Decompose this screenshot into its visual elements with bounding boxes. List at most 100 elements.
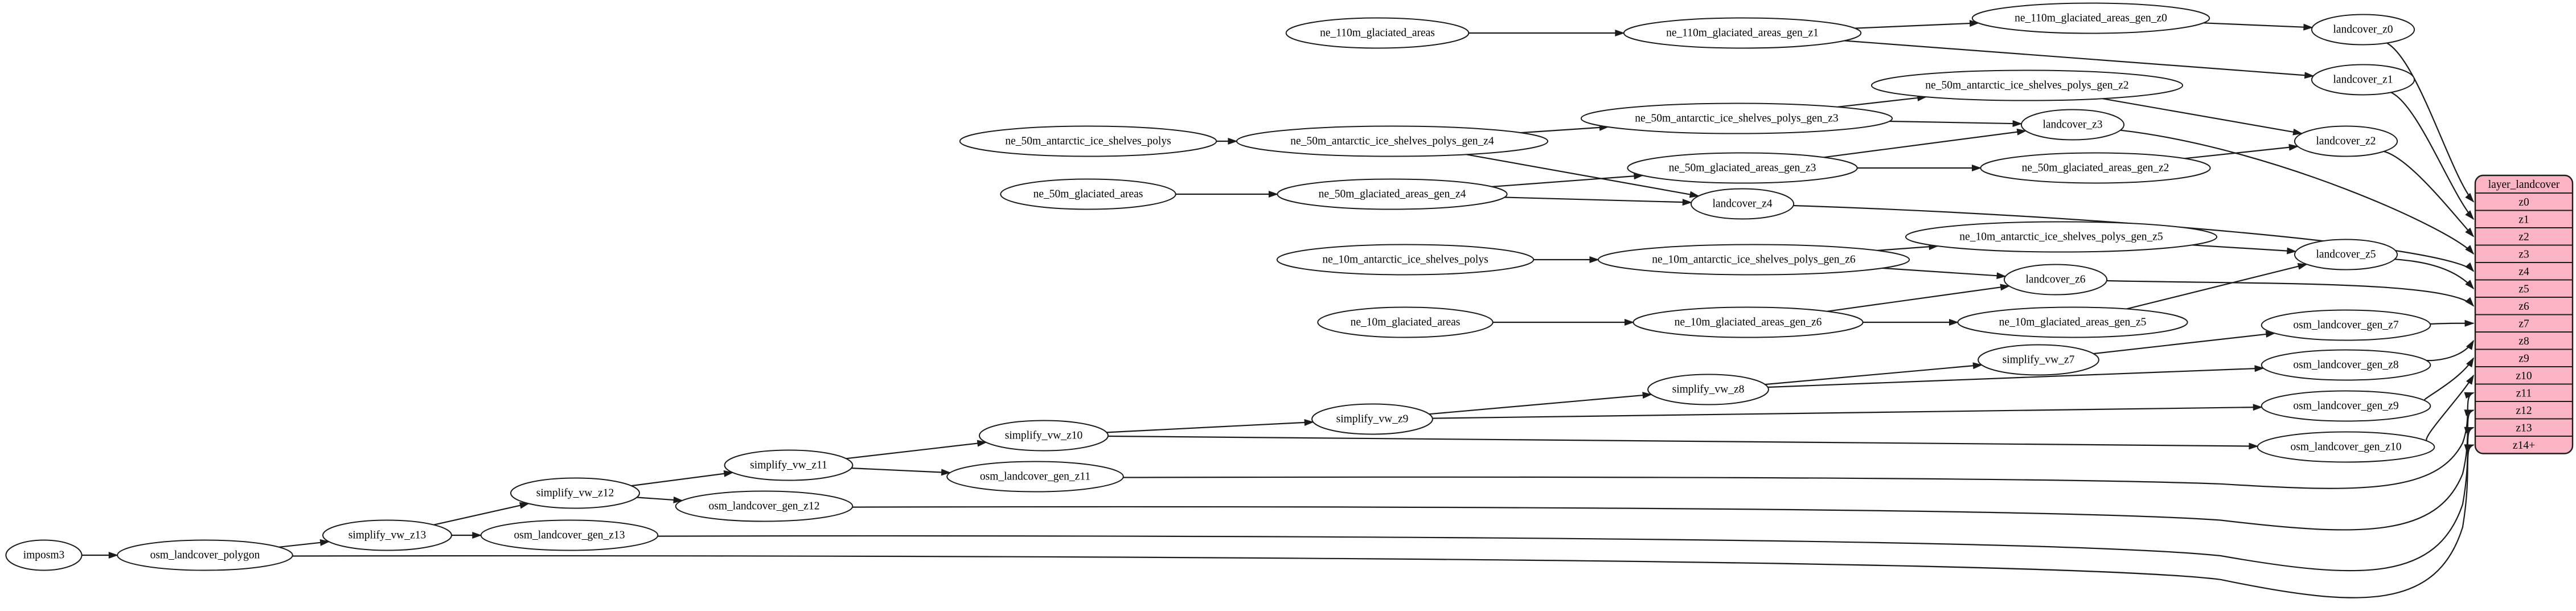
- node-ellipse: [510, 477, 640, 509]
- table-row-z2: z2: [2518, 231, 2529, 243]
- node-ellipse: [5, 539, 83, 571]
- edge-ne_50m_antarctic_ice_shelves_polys_gen_z2-to-landcover_z2: [2102, 98, 2303, 136]
- node-osm_landcover_gen_z10: osm_landcover_gen_z10: [2257, 431, 2435, 463]
- node-label: simplify_vw_z10: [1005, 430, 1083, 442]
- edge-osm_landcover_gen_z10-to-z10: [2426, 374, 2474, 442]
- node-simplify_vw_z10: simplify_vw_z10: [979, 420, 1109, 452]
- node-ellipse: [1285, 17, 1470, 49]
- edge-ne_10m_antarctic_ice_shelves_polys_gen_z5-to-landcover_z5: [2192, 244, 2297, 255]
- node-ellipse: [2311, 64, 2415, 96]
- node-landcover_z0: landcover_z0: [2311, 14, 2415, 46]
- edge-ne_50m_antarctic_ice_shelves_polys_gen_z4-to-landcover_z4: [1466, 154, 1700, 198]
- node-ellipse: [480, 519, 659, 551]
- node-label: osm_landcover_gen_z12: [709, 501, 820, 512]
- node-ne_50m_antarctic_ice_shelves_polys_gen_z2: ne_50m_antarctic_ice_shelves_polys_gen_z…: [1871, 69, 2184, 101]
- node-ellipse: [1627, 152, 1858, 184]
- edge-simplify_vw_z8-to-simplify_vw_z7: [1765, 362, 1983, 386]
- edge-osm_landcover_gen_z13-to-z13: [658, 427, 2475, 572]
- node-ellipse: [2294, 125, 2398, 157]
- node-label: ne_10m_antarctic_ice_shelves_polys_gen_z…: [1652, 254, 1856, 266]
- edge-landcover_z4-to-z4: [1793, 204, 2475, 272]
- node-ellipse: [1597, 244, 1910, 276]
- node-label: ne_50m_glaciated_areas_gen_z2: [2022, 162, 2169, 174]
- edge-ne_50m_glaciated_areas_gen_z2-to-landcover_z2: [2184, 143, 2299, 159]
- node-label: landcover_z2: [2316, 136, 2376, 147]
- table-row-z5: z5: [2518, 283, 2529, 295]
- node-label: landcover_z3: [2042, 119, 2102, 131]
- node-label: ne_50m_antarctic_ice_shelves_polys: [1005, 136, 1171, 147]
- node-ellipse: [2003, 264, 2108, 296]
- node-label: osm_landcover_gen_z11: [980, 471, 1090, 483]
- node-ellipse: [2257, 431, 2435, 463]
- node-ellipse: [946, 461, 1124, 493]
- layer-landcover-table: layer_landcoverz0z1z2z3z4z5z6z7z8z9z10z1…: [2474, 174, 2574, 454]
- node-label: ne_10m_glaciated_areas: [1351, 317, 1461, 329]
- edge-osm_landcover_gen_z9-to-z9: [2423, 357, 2474, 402]
- edge-ne_50m_glaciated_areas_gen_z4-to-landcover_z4: [1504, 196, 1692, 206]
- node-label: ne_50m_glaciated_areas: [1033, 188, 1143, 200]
- node-ellipse: [724, 449, 854, 481]
- edge-landcover_z6-to-z6: [2106, 280, 2475, 307]
- node-ne_50m_glaciated_areas_gen_z4: ne_50m_glaciated_areas_gen_z4: [1277, 178, 1508, 210]
- node-ellipse: [675, 490, 854, 522]
- node-simplify_vw_z11: simplify_vw_z11: [724, 449, 854, 481]
- table-title: layer_landcover: [2488, 179, 2560, 191]
- edge-landcover_z0-to-z0: [2386, 42, 2475, 203]
- node-ellipse: [1871, 69, 2184, 101]
- node-ne_50m_antarctic_ice_shelves_polys_gen_z4: ne_50m_antarctic_ice_shelves_polys_gen_z…: [1236, 125, 1549, 157]
- edge-ne_110m_glaciated_areas_gen_z0-to-landcover_z0: [2203, 22, 2314, 31]
- node-label: ne_50m_glaciated_areas_gen_z4: [1319, 188, 1466, 200]
- node-ellipse: [1647, 374, 1769, 405]
- table-row-z12: z12: [2516, 405, 2532, 417]
- node-ne_10m_glaciated_areas_gen_z5: ne_10m_glaciated_areas_gen_z5: [1957, 306, 2188, 338]
- table-row-z9: z9: [2518, 352, 2529, 364]
- edge-osm_landcover_gen_z8-to-z8: [2423, 339, 2474, 362]
- node-label: osm_landcover_gen_z13: [514, 530, 625, 542]
- node-ellipse: [117, 539, 293, 571]
- node-osm_landcover_polygon: osm_landcover_polygon: [117, 539, 293, 571]
- edge-ne_50m_glaciated_areas_gen_z3-to-landcover_z3: [1823, 128, 2027, 158]
- node-ne_10m_glaciated_areas: ne_10m_glaciated_areas: [1317, 306, 1494, 338]
- edge-osm_landcover_gen_z11-to-z11: [1123, 392, 2475, 489]
- node-landcover_z6: landcover_z6: [2003, 264, 2108, 296]
- table-row-z6: z6: [2518, 301, 2529, 313]
- node-label: ne_50m_glaciated_areas_gen_z3: [1669, 162, 1816, 174]
- node-ellipse: [1277, 178, 1508, 210]
- node-imposm3: imposm3: [5, 539, 83, 571]
- node-label: simplify_vw_z13: [348, 530, 426, 542]
- edge-ne_110m_glaciated_areas_gen_z1-to-ne_110m_glaciated_areas_gen_z0: [1855, 20, 1980, 29]
- node-label: landcover_z1: [2333, 74, 2393, 86]
- edge-ne_10m_antarctic_ice_shelves_polys_gen_z6-to-landcover_z6: [1882, 267, 2007, 280]
- node-label: osm_landcover_gen_z8: [2293, 359, 2398, 371]
- node-landcover_z2: landcover_z2: [2294, 125, 2398, 157]
- node-label: ne_110m_glaciated_areas_gen_z0: [2015, 13, 2167, 24]
- edge-landcover_z2-to-z2: [2384, 150, 2475, 237]
- node-label: landcover_z6: [2025, 274, 2085, 286]
- node-ellipse: [2294, 239, 2398, 270]
- node-label: ne_110m_glaciated_areas: [1320, 27, 1435, 39]
- node-ne_50m_glaciated_areas: ne_50m_glaciated_areas: [1000, 178, 1176, 210]
- node-label: landcover_z0: [2333, 24, 2393, 36]
- node-ellipse: [1957, 306, 2188, 338]
- node-label: osm_landcover_gen_z7: [2293, 319, 2398, 331]
- node-simplify_vw_z12: simplify_vw_z12: [510, 477, 640, 509]
- node-landcover_z1: landcover_z1: [2311, 64, 2415, 96]
- node-ellipse: [1311, 403, 1433, 435]
- node-ne_110m_glaciated_areas_gen_z0: ne_110m_glaciated_areas_gen_z0: [1971, 2, 2210, 34]
- node-ellipse: [2261, 309, 2431, 341]
- node-ellipse: [2261, 349, 2431, 381]
- node-label: simplify_vw_z7: [2003, 354, 2075, 366]
- table-row-z3: z3: [2518, 248, 2529, 260]
- node-label: osm_landcover_polygon: [150, 550, 260, 561]
- edge-simplify_vw_z8-to-osm_landcover_gen_z8: [1767, 365, 2265, 388]
- node-label: osm_landcover_gen_z9: [2293, 400, 2398, 412]
- edge-simplify_vw_z10-to-simplify_vw_z9: [1106, 419, 1314, 433]
- node-ellipse: [2311, 14, 2415, 46]
- node-ellipse: [1000, 178, 1176, 210]
- node-osm_landcover_gen_z12: osm_landcover_gen_z12: [675, 490, 854, 522]
- node-label: ne_10m_antarctic_ice_shelves_polys: [1322, 254, 1488, 266]
- edge-osm_landcover_gen_z7-to-z7: [2430, 319, 2475, 327]
- node-ellipse: [2261, 390, 2431, 422]
- node-ellipse: [959, 125, 1217, 157]
